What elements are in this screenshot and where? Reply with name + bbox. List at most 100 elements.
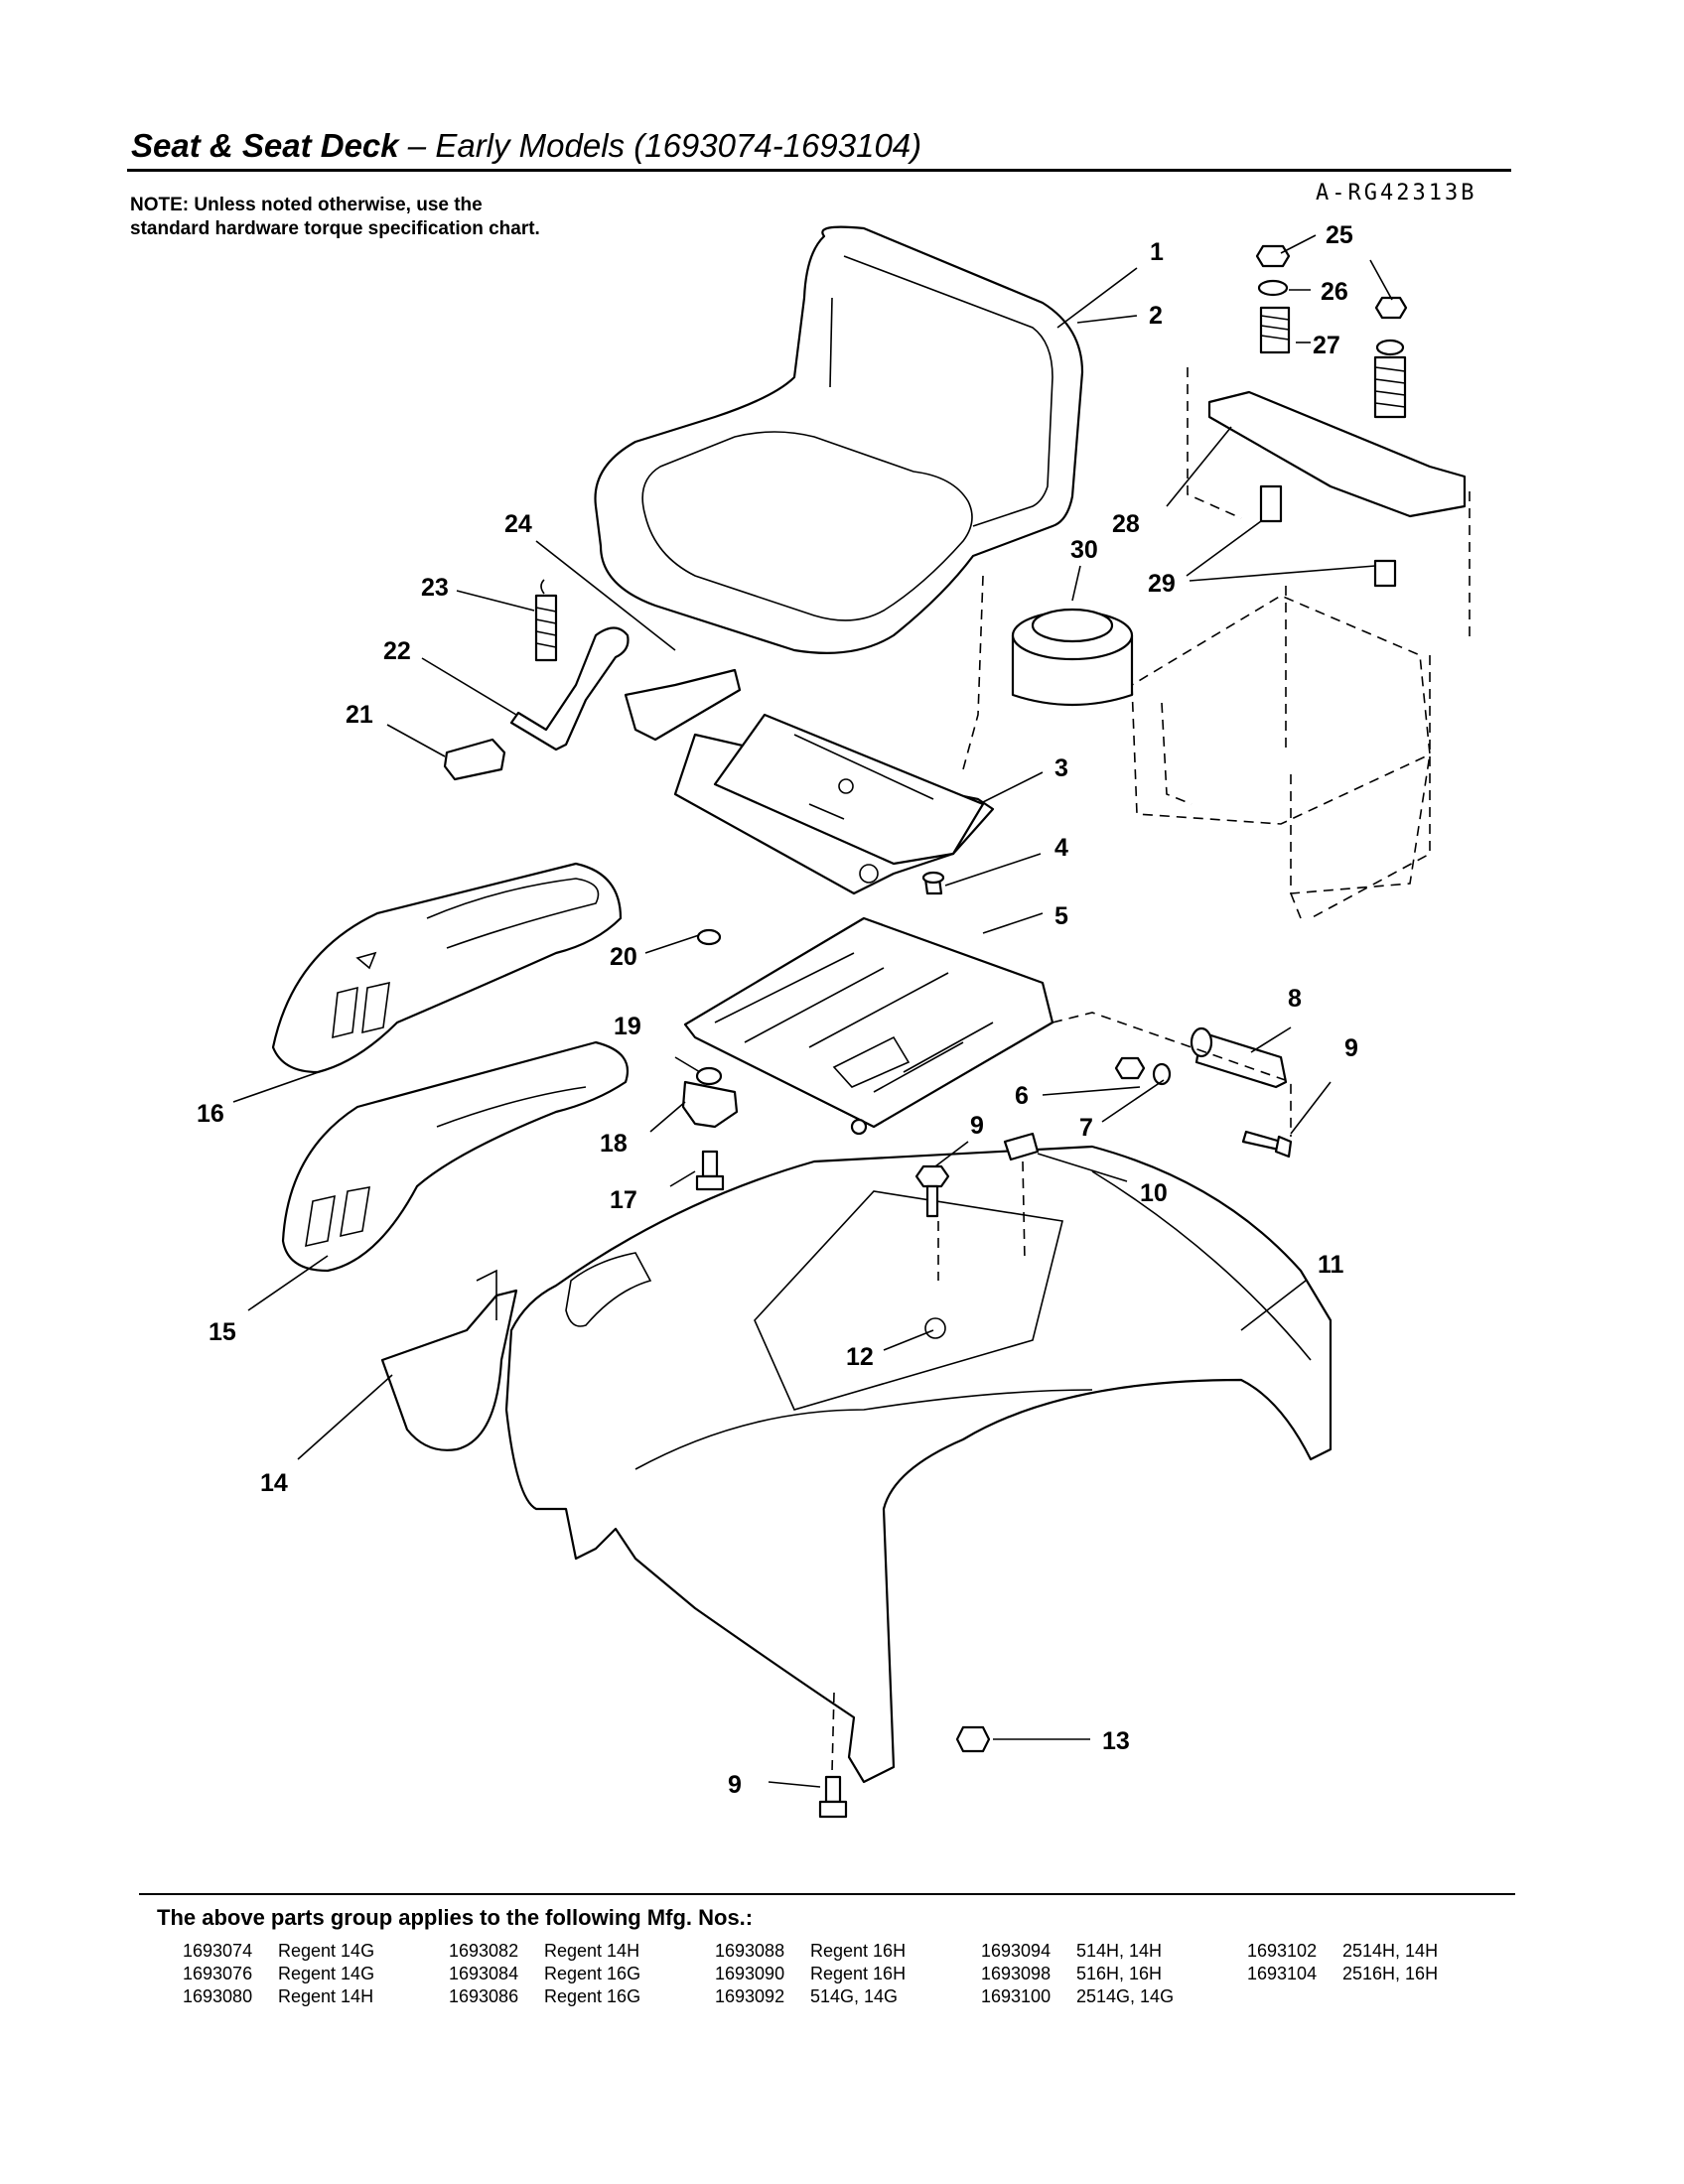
fender-cap-lower-part[interactable]: [281, 1040, 630, 1273]
callout-9-bottom: 9: [728, 1771, 742, 1799]
title-bold: Seat & Seat Deck: [131, 127, 399, 164]
mfg-number: 1693076: [183, 1964, 253, 1983]
footer-rule: [139, 1893, 1515, 1895]
callout-28: 28: [1112, 510, 1140, 538]
mfg-number: 1693074: [183, 1941, 253, 1961]
nut-part-19[interactable]: [695, 1066, 723, 1086]
mfg-number: 1693092: [715, 1986, 785, 2006]
callout-5: 5: [1054, 902, 1068, 930]
mfg-number: 1693102: [1247, 1941, 1318, 1961]
cover-plate-part[interactable]: [624, 668, 742, 742]
mfg-entry: 1693088 Regent 16H: [715, 1941, 981, 1962]
bolt-part-9-pivot[interactable]: [1241, 1130, 1293, 1159]
model-name: Regent 16H: [810, 1941, 907, 1961]
mfg-number: 1693084: [449, 1964, 519, 1983]
callout-10: 10: [1140, 1179, 1168, 1207]
leader-lines: [232, 234, 1393, 1788]
clamp-part[interactable]: [681, 1080, 739, 1129]
model-name: 2514H, 14H: [1342, 1941, 1439, 1961]
callout-30: 30: [1070, 536, 1098, 564]
fender-cap-upper-part[interactable]: [271, 862, 623, 1074]
mfg-number: 1693086: [449, 1986, 519, 2006]
callout-14: 14: [260, 1469, 288, 1497]
mfg-entry: 1693076 Regent 14G: [183, 1964, 449, 1984]
bolt-part-4[interactable]: [921, 871, 945, 895]
clip-part[interactable]: [1003, 1132, 1040, 1161]
applies-label: The above parts group applies to the fol…: [157, 1905, 754, 1930]
callout-3: 3: [1054, 754, 1068, 782]
cup-holder-part[interactable]: [380, 1269, 518, 1451]
callout-labels: 1 2 3 4 5 6 7 8 9 9 10 11 12 13 14 15 16…: [197, 221, 1358, 1799]
lever-part[interactable]: [509, 626, 630, 751]
callout-6: 6: [1015, 1082, 1029, 1110]
bolt-part-9-bottom[interactable]: [818, 1775, 848, 1819]
callout-22: 22: [383, 637, 411, 665]
nut-part-6[interactable]: [1114, 1056, 1146, 1080]
rear-fender-part[interactable]: [504, 1145, 1333, 1784]
drawing-code: A-RG42313B: [1316, 181, 1477, 205]
pedal-pad-part[interactable]: [443, 738, 506, 781]
bolt-part-9-fender[interactable]: [914, 1164, 950, 1218]
mfg-number: 1693098: [981, 1964, 1052, 1983]
pivot-rod-part[interactable]: [1190, 1026, 1288, 1089]
callout-29: 29: [1148, 570, 1176, 598]
mfg-entry: 1693074 Regent 14G: [183, 1941, 449, 1962]
callout-2: 2: [1149, 302, 1163, 330]
mfg-entry: 1693102 2514H, 14H: [1247, 1941, 1513, 1962]
callout-18: 18: [600, 1130, 628, 1158]
callout-9-right: 9: [1344, 1034, 1358, 1062]
mfg-number: 1693094: [981, 1941, 1052, 1961]
spring-part-23[interactable]: [534, 579, 558, 662]
seat-part[interactable]: [594, 225, 1084, 654]
torque-note: NOTE: Unless noted otherwise, use the st…: [130, 195, 540, 239]
callout-21: 21: [346, 701, 373, 729]
callout-15: 15: [209, 1318, 236, 1346]
callout-11: 11: [1318, 1251, 1344, 1279]
callout-16: 16: [197, 1100, 224, 1128]
mfg-number: 1693080: [183, 1986, 253, 2006]
callout-4: 4: [1054, 834, 1068, 862]
mfg-number: 1693082: [449, 1941, 519, 1961]
title-subtitle: – Early Models (1693074-1693104): [398, 127, 922, 164]
seat-spring-mount-part[interactable]: [1187, 244, 1471, 641]
callout-26: 26: [1321, 278, 1348, 306]
model-name: 514H, 14H: [1076, 1941, 1163, 1961]
callout-17: 17: [610, 1186, 637, 1214]
washer-part-7[interactable]: [1152, 1062, 1172, 1086]
callout-20: 20: [610, 943, 637, 971]
exploded-parts-diagram: 1 2 3 4 5 6 7 8 9 9 10 11 12 13 14 15 16…: [197, 221, 1471, 1819]
mfg-entry: 1693084 Regent 16G: [449, 1964, 715, 1984]
model-name: Regent 14G: [278, 1964, 375, 1983]
model-name: Regent 16G: [544, 1986, 641, 2006]
mfg-entry: 1693086 Regent 16G: [449, 1986, 715, 2007]
callout-19: 19: [614, 1013, 641, 1040]
callout-8: 8: [1288, 985, 1302, 1013]
title-rule: [127, 169, 1511, 172]
seat-deck-plate-part[interactable]: [683, 916, 1054, 1136]
seat-bracket-part[interactable]: [673, 713, 995, 895]
mfg-number: 1693088: [715, 1941, 785, 1961]
mfg-entry: 1693080 Regent 14H: [183, 1986, 449, 2007]
callout-27: 27: [1313, 332, 1340, 359]
bolt-part-17[interactable]: [695, 1150, 725, 1191]
callout-25: 25: [1326, 221, 1353, 249]
callout-7: 7: [1079, 1114, 1093, 1142]
model-name: 514G, 14G: [810, 1986, 899, 2006]
model-name: Regent 16G: [544, 1964, 641, 1983]
nut-part-13[interactable]: [955, 1725, 991, 1753]
model-name: 2516H, 16H: [1342, 1964, 1439, 1983]
model-name: 2514G, 14G: [1076, 1986, 1175, 2006]
model-name: Regent 14H: [278, 1986, 374, 2006]
mfg-entry: 1693092 514G, 14G: [715, 1986, 981, 2007]
nut-part-20[interactable]: [696, 928, 722, 946]
seat-switch-part[interactable]: [1011, 608, 1134, 707]
model-name: Regent 14G: [278, 1941, 375, 1961]
bolt-phantom-bottom: [831, 1692, 835, 1773]
callout-13: 13: [1102, 1727, 1130, 1755]
callout-23: 23: [421, 574, 449, 602]
